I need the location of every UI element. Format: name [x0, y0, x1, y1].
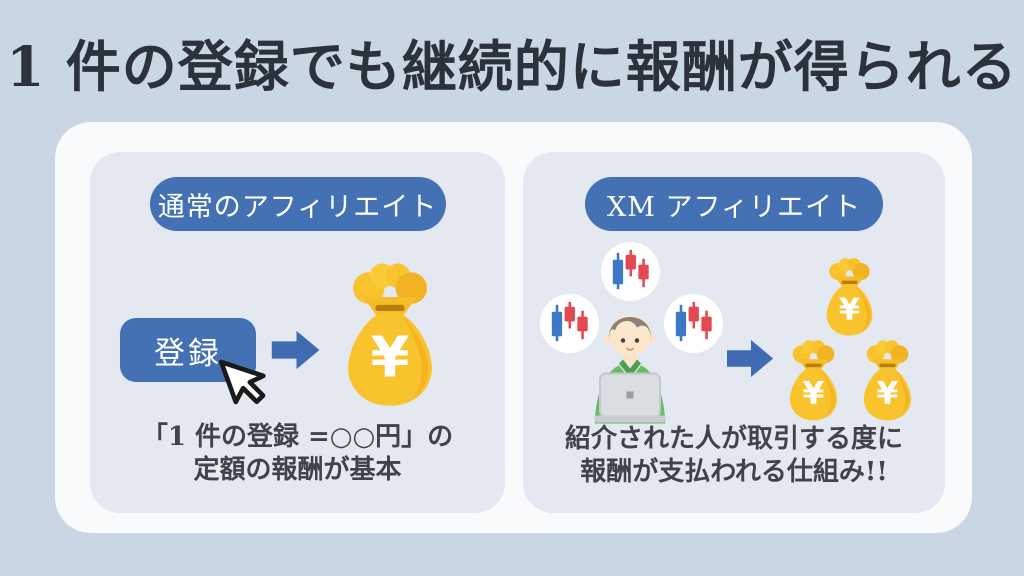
money-bag-icon	[334, 260, 446, 408]
caption-line: 報酬が支払われる仕組み!!	[580, 456, 888, 487]
xm-affiliate-caption: 紹介された人が取引する度に 報酬が支払われる仕組み!!	[523, 423, 945, 489]
register-button: 登録	[120, 318, 256, 382]
mouse-cursor-icon	[218, 359, 266, 405]
caption-line: 定額の報酬が基本	[193, 454, 402, 485]
normal-affiliate-caption: 「1 件の登録 =○○円」の 定額の報酬が基本	[90, 421, 505, 487]
page-title: 1 件の登録でも継続的に報酬が得られる	[6, 34, 1018, 99]
content-card: 通常のアフィリエイト 登録 「1 件の登録 =○○円」の 定額の報酬が基本 XM…	[55, 122, 972, 533]
arrow-right-icon	[727, 337, 775, 380]
xm-affiliate-badge: XM アフィリエイト	[585, 177, 883, 231]
arrow-right-icon	[270, 329, 323, 371]
caption-line: 紹介された人が取引する度に	[564, 424, 903, 454]
candlestick-chart-icon	[601, 242, 660, 301]
money-bag-icon	[782, 337, 845, 423]
caption-line: 「1 件の登録 =○○円」の	[141, 422, 454, 452]
xm-affiliate-badge-label: XM アフィリエイト	[607, 191, 861, 223]
money-bag-icon	[819, 255, 880, 338]
person-at-laptop-icon	[594, 314, 666, 424]
normal-affiliate-badge-label: 通常のアフィリエイト	[157, 191, 438, 223]
panel-normal-affiliate: 通常のアフィリエイト 登録 「1 件の登録 =○○円」の 定額の報酬が基本	[90, 152, 505, 513]
normal-affiliate-badge: 通常のアフィリエイト	[149, 177, 446, 231]
panel-xm-affiliate: XM アフィリエイト	[523, 152, 945, 513]
money-bag-icon	[856, 337, 919, 423]
